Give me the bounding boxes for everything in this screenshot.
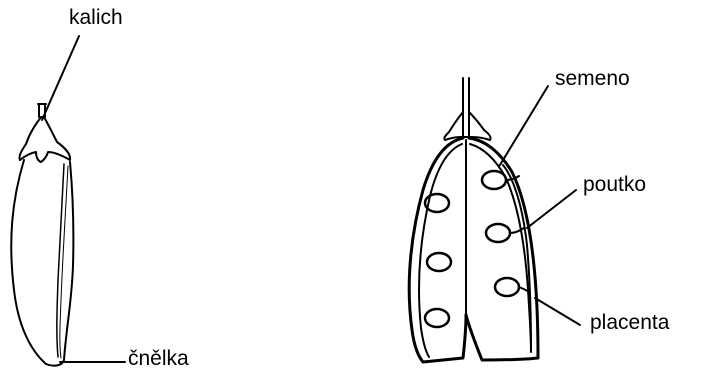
closed-pod-calyx [19, 117, 70, 162]
seed-right-1 [482, 171, 506, 189]
open-pod-calyx [444, 112, 490, 140]
label-placenta: placenta [590, 312, 669, 333]
label-cnelka: čnělka [128, 348, 189, 369]
seed-right-2 [486, 224, 510, 242]
open-pod-stalk [463, 78, 469, 137]
seed-right-3 [495, 278, 519, 296]
label-semeno: semeno [555, 68, 630, 89]
label-poutko: poutko [583, 174, 646, 195]
leader-poutko [527, 190, 576, 228]
open-pod-right-valve-inner [470, 144, 531, 352]
leader-kalich [42, 36, 79, 120]
seed-left-2 [427, 253, 451, 271]
open-pod-left-valve-inner [419, 144, 462, 357]
closed-pod-body [11, 160, 73, 366]
seed-left-3 [425, 309, 449, 327]
funicle-1 [506, 176, 519, 180]
open-pod-placenta-rim [503, 165, 531, 350]
closed-pod [11, 104, 73, 366]
label-kalich: kalich [69, 7, 123, 28]
open-pod [409, 78, 538, 362]
leader-placenta [535, 298, 580, 325]
leader-semeno [500, 86, 548, 165]
